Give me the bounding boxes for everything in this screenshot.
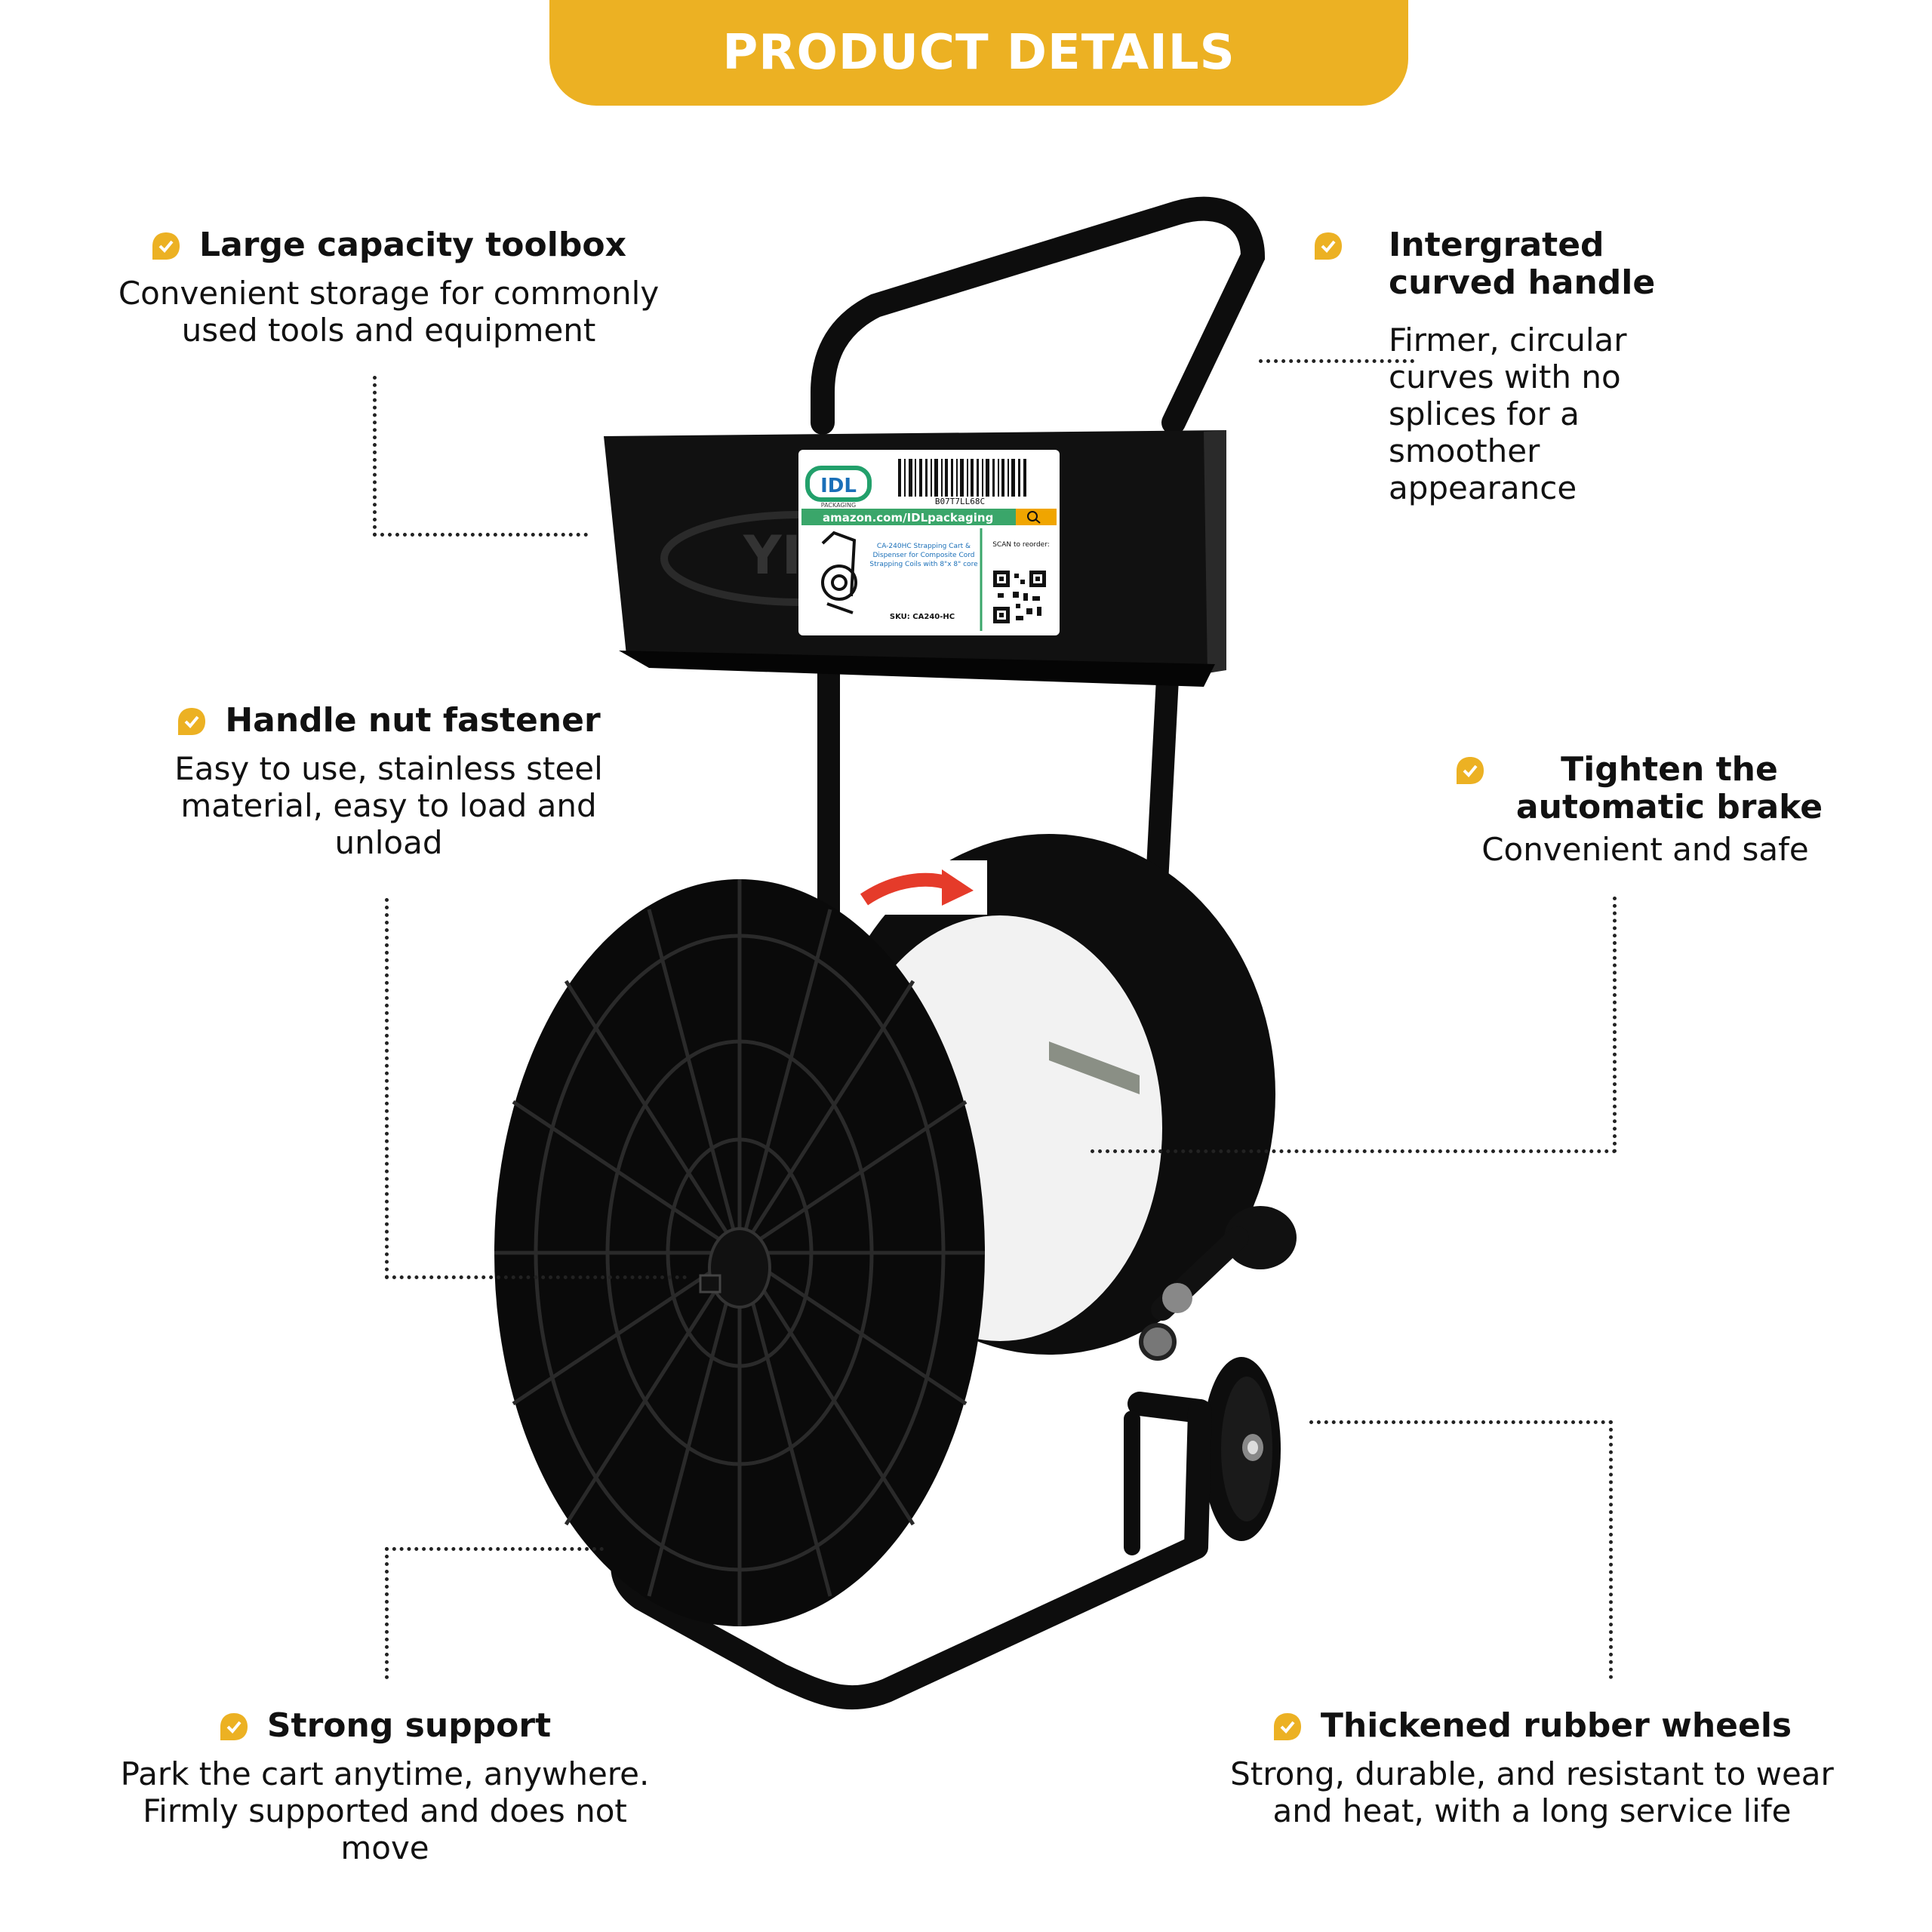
check-badge-icon — [152, 232, 180, 260]
feature-handle-title-line1: Intergrated — [1389, 226, 1604, 264]
toolbox-leader-line — [373, 376, 588, 537]
feature-nut-desc: Easy to use, stainless steel material, e… — [174, 750, 603, 861]
feature-toolbox: Large capacity toolbox Convenient storag… — [68, 226, 709, 349]
label-url: amazon.com/IDLpackaging — [823, 511, 993, 525]
label-scan: SCAN to reorder: — [992, 541, 1050, 549]
check-badge-icon — [1315, 232, 1342, 260]
brake-leader-line — [1091, 897, 1617, 1153]
feature-handle-title-line2: curved handle — [1389, 263, 1656, 302]
search-icon — [1027, 511, 1038, 521]
brake-assembly — [1139, 1206, 1297, 1361]
feature-toolbox-title: Large capacity toolbox — [199, 226, 626, 264]
feature-handle-desc: Firmer, circular curves with no splices … — [1389, 321, 1627, 506]
feature-handle: Intergrated curved handle Firmer, circul… — [1315, 226, 1781, 506]
feature-brake: Tighten the automatic brake Convenient a… — [1434, 751, 1857, 868]
wheels-leader-line — [1309, 1420, 1613, 1679]
qr-code-icon — [993, 571, 1046, 623]
feature-brake-desc: Convenient and safe — [1481, 831, 1809, 868]
label-brand-sub: PACKAGING — [821, 502, 856, 509]
feature-brake-title: Tighten the automatic brake — [1515, 750, 1823, 826]
feature-support-desc: Park the cart anytime, anywhere. Firmly … — [120, 1755, 650, 1866]
feature-nut: Handle nut fastener Easy to use, stainle… — [121, 701, 657, 862]
strap-reel — [494, 834, 1275, 1626]
cart-thumbnail-icon — [821, 531, 857, 614]
feature-wheels-title: Thickened rubber wheels — [1320, 1706, 1792, 1745]
nut-leader-line — [385, 898, 687, 1279]
barcode-icon — [898, 459, 1026, 497]
label-barcode-text: B07T7LL68C — [935, 497, 985, 506]
feature-support-title: Strong support — [266, 1706, 552, 1745]
handle-leader-line — [1259, 359, 1414, 363]
label-brand: IDL — [820, 475, 857, 497]
label-product-desc: CA-240HC Strapping Cart & Dispenser for … — [869, 543, 978, 568]
check-badge-icon — [220, 1713, 248, 1740]
check-badge-icon — [178, 708, 206, 735]
check-badge-icon — [1457, 757, 1484, 784]
check-badge-icon — [1273, 1713, 1301, 1740]
feature-support: Strong support Park the cart anytime, an… — [83, 1706, 687, 1867]
rear-wheel — [1202, 1357, 1281, 1541]
feature-nut-title: Handle nut fastener — [225, 701, 601, 740]
svg-text:YI: YI — [743, 525, 801, 586]
product-label: IDL PACKAGING B07T7LL68C amazon.com/IDLp… — [798, 450, 1060, 635]
label-sku: SKU: CA240-HC — [890, 613, 955, 621]
feature-wheels-desc: Strong, durable, and resistant to wear a… — [1230, 1755, 1834, 1829]
support-leader-line — [385, 1547, 604, 1679]
header-banner: PRODUCT DETAILS — [549, 0, 1408, 106]
page-title: PRODUCT DETAILS — [722, 25, 1235, 81]
feature-toolbox-desc: Convenient storage for commonly used too… — [118, 275, 660, 349]
feature-wheels: Thickened rubber wheels Strong, durable,… — [1192, 1706, 1872, 1830]
